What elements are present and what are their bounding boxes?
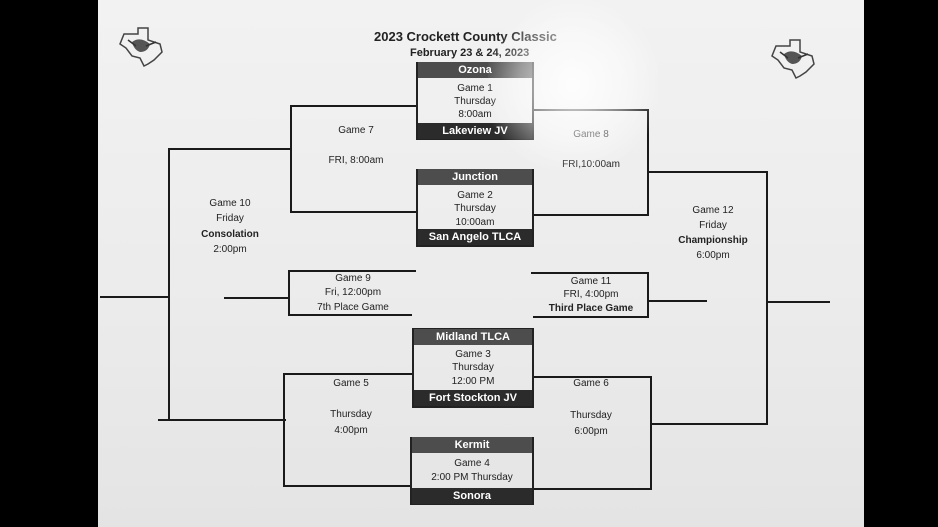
game-3-label: Game 3 (455, 349, 491, 360)
game-10-title: Consolation (201, 229, 259, 240)
game-11-title: Third Place Game (548, 303, 634, 314)
game-3-time: 12:00 PM (451, 376, 495, 387)
game-4-team-bottom: Sonora (412, 488, 532, 504)
game-10-time: 2:00pm (213, 244, 247, 255)
game-7-label: Game 7 (338, 125, 374, 136)
game-3-team-top: Midland TLCA (414, 329, 532, 345)
game-9-time: Fri, 12:00pm (324, 287, 382, 298)
game-11-label: Game 11 (570, 276, 612, 287)
game-6-day: Thursday (570, 410, 612, 421)
game-1-day: Thursday (454, 96, 496, 107)
game-12-time: 6:00pm (696, 250, 730, 261)
game-2-team-bottom: San Angelo TLCA (418, 229, 532, 245)
game-4-time: 2:00 PM Thursday (431, 472, 513, 483)
game-12-title: Championship (678, 235, 748, 246)
left-texas-logo-icon (119, 27, 163, 68)
right-texas-logo-icon (771, 39, 815, 80)
page-title: 2023 Crockett County Classic (374, 29, 557, 44)
game-1-time: 8:00am (458, 109, 492, 120)
game-4-team-top: Kermit (412, 437, 532, 453)
game-8-time: FRI,10:00am (562, 159, 620, 170)
game-1-team-bottom: Lakeview JV (418, 123, 532, 139)
game-9-label: Game 9 (335, 273, 371, 284)
game-3-day: Thursday (452, 362, 494, 373)
game-7-time: FRI, 8:00am (328, 155, 384, 166)
bracket-sheet: 2023 Crockett County Classic February 23… (98, 0, 864, 527)
event-dates: February 23 & 24, 2023 (410, 47, 530, 59)
game-5-time: 4:00pm (334, 425, 368, 436)
game-10-day: Friday (216, 213, 244, 224)
game-9-title: 7th Place Game (317, 302, 389, 313)
game-2-team-top: Junction (418, 169, 532, 185)
game-10-label: Game 10 (209, 198, 251, 209)
game-1-team-top: Ozona (418, 62, 532, 78)
game-2-label: Game 2 (457, 190, 493, 201)
game-12-day: Friday (699, 220, 727, 231)
game-4-label: Game 4 (454, 458, 490, 469)
game-1-label: Game 1 (457, 83, 493, 94)
game-3-team-bottom: Fort Stockton JV (414, 390, 532, 406)
game-6-label: Game 6 (573, 378, 609, 389)
game-8-label: Game 8 (573, 129, 609, 140)
game-5-label: Game 5 (333, 378, 369, 389)
game-5-day: Thursday (330, 409, 372, 420)
game-11-time: FRI, 4:00pm (563, 289, 619, 300)
game-2-day: Thursday (454, 203, 496, 214)
game-6-time: 6:00pm (574, 426, 608, 437)
game-12-label: Game 12 (692, 205, 734, 216)
game-2-time: 10:00am (455, 217, 495, 228)
